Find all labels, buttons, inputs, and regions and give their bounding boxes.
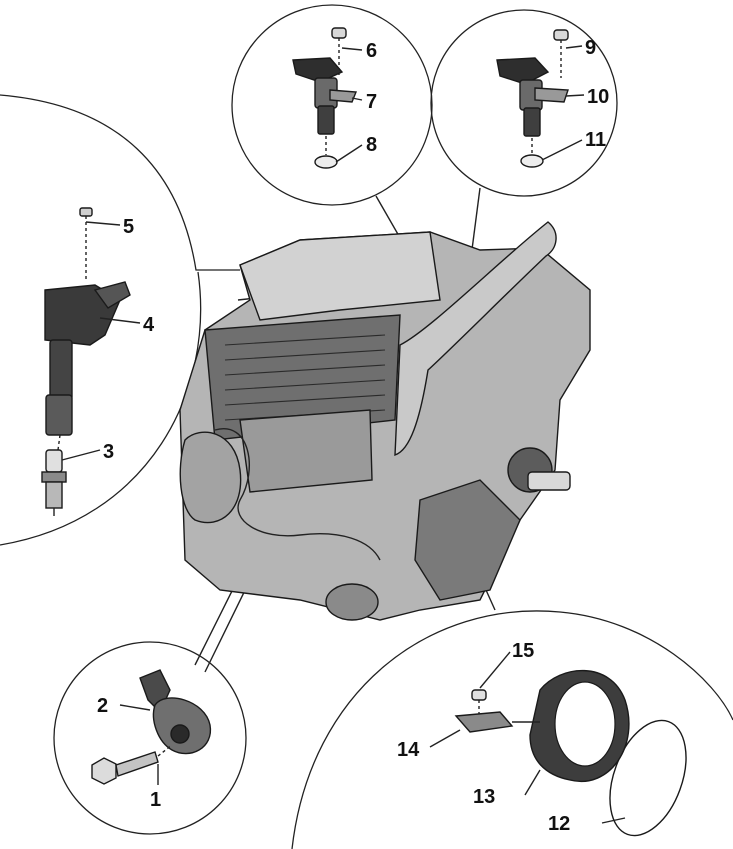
- detail-circle-1-2: [53, 641, 247, 835]
- callout-1: 1: [150, 789, 161, 811]
- callout-8: 8: [366, 134, 377, 156]
- crankshaft-pulley-area: [414, 479, 521, 601]
- part-13-sealing-flange: [529, 669, 630, 783]
- detail-boundary-left-arc: [0, 94, 240, 546]
- part-5-bolt: [79, 207, 93, 282]
- oil-cooler-plate: [239, 409, 373, 493]
- part-10-sensor: [496, 57, 569, 137]
- charge-air-pipe: [394, 221, 557, 456]
- detail-circle-9-11: [430, 9, 618, 197]
- cylinder-head-cover: [239, 231, 441, 321]
- callout-10: 10: [587, 86, 609, 108]
- part-4-ignition-coil: [44, 281, 131, 436]
- part-2-knock-sensor: [139, 669, 212, 755]
- oil-filter: [325, 583, 379, 621]
- callout-14: 14: [397, 739, 420, 761]
- detail-circle-6-8: [231, 4, 433, 206]
- sealing-flange-bore: [554, 681, 616, 767]
- callout-7: 7: [366, 91, 377, 113]
- part-12-sender-wheel: [609, 719, 687, 837]
- coolant-pipe: [214, 428, 381, 561]
- part-9-bolt: [553, 29, 569, 78]
- part-8-o-ring: [314, 136, 338, 169]
- alternator: [179, 431, 242, 524]
- callout-15: 15: [512, 640, 534, 662]
- part-15-bolt: [471, 689, 487, 714]
- detail-boundary-bottom-arc: [291, 610, 733, 849]
- callout-2: 2: [97, 695, 108, 717]
- callout-leaders: [61, 45, 626, 824]
- engine-assembly: [179, 221, 591, 621]
- part-14-speed-sender: [454, 711, 540, 733]
- part-3-spark-plug: [41, 434, 67, 516]
- intake-manifold: [204, 314, 401, 441]
- part-1-bolt: [91, 744, 173, 785]
- callout-13: 13: [473, 786, 495, 808]
- callout-12: 12: [548, 813, 570, 835]
- part-11-o-ring: [520, 138, 544, 168]
- callout-5: 5: [123, 216, 134, 238]
- callout-11: 11: [585, 129, 606, 151]
- callout-3: 3: [103, 441, 114, 463]
- callout-9: 9: [585, 37, 596, 59]
- crankshaft-end: [527, 471, 571, 491]
- callout-4: 4: [143, 314, 155, 336]
- part-6-bolt: [331, 27, 347, 75]
- callout-6: 6: [366, 40, 377, 62]
- part-7-sensor: [292, 57, 358, 135]
